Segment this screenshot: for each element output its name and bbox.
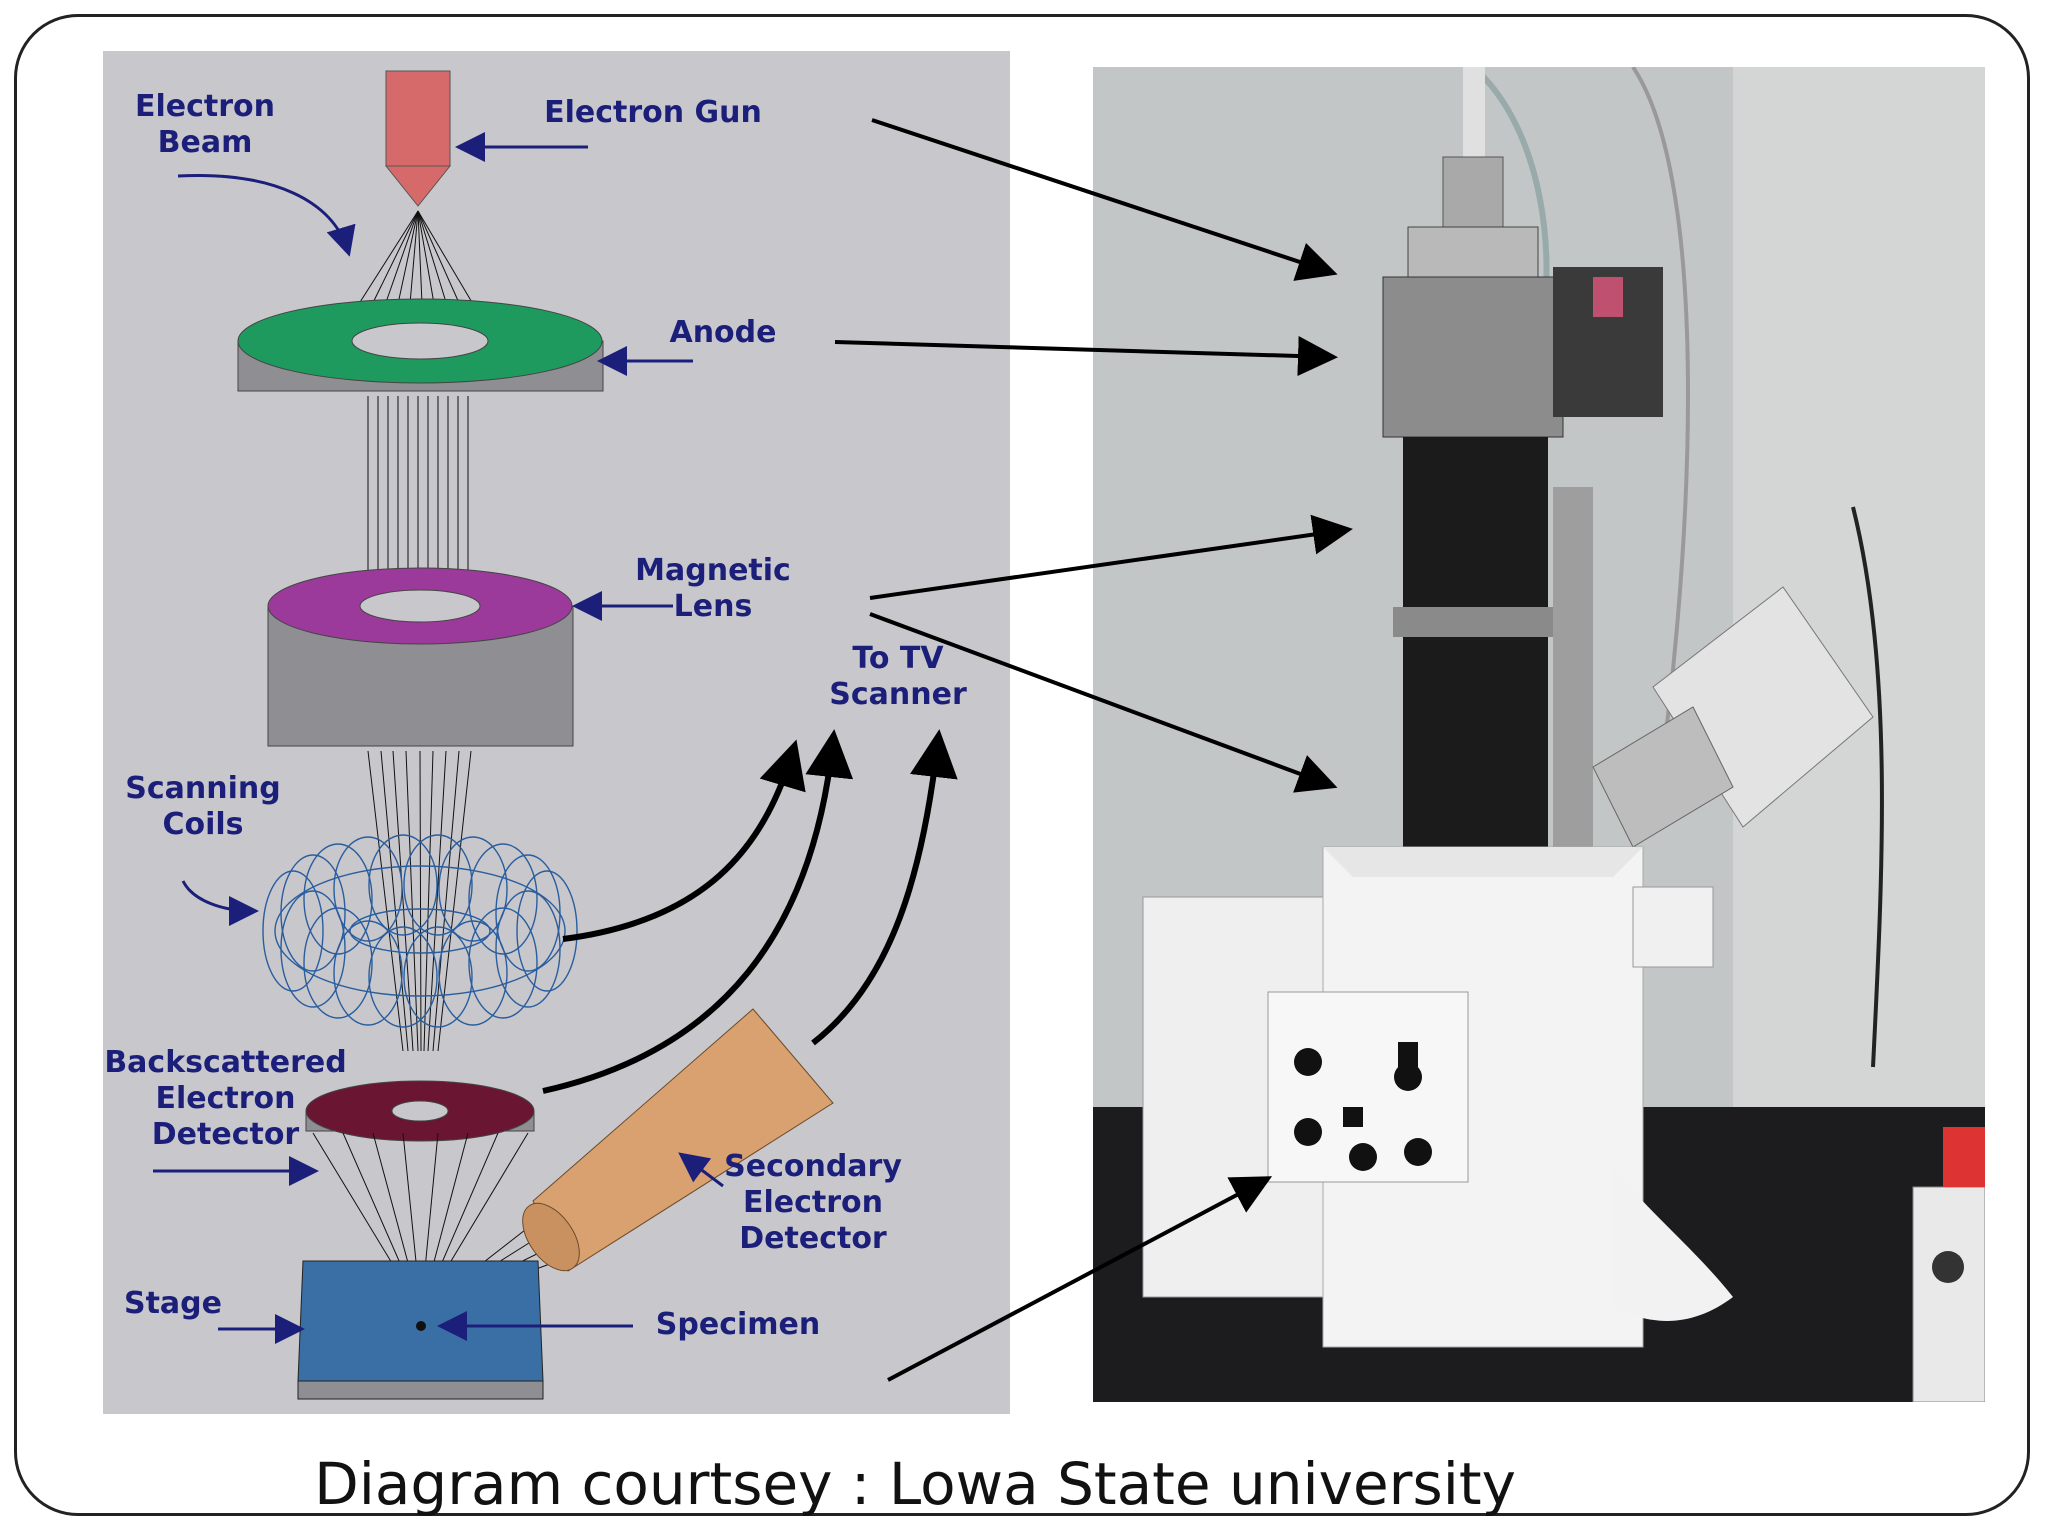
label-stage: Stage: [123, 1286, 222, 1321]
caption: Diagram courtsey : Lowa State university: [314, 1450, 1516, 1518]
focused-beam: [367, 750, 472, 1052]
label-electron-beam: Electron Beam: [134, 89, 275, 160]
sem-photo: [1093, 67, 1985, 1402]
label-anode: Anode: [669, 315, 777, 350]
label-magnetic-lens: Magnetic Lens: [635, 553, 791, 624]
electron-gun: [384, 70, 452, 207]
sem-diagram-graphic: [153, 70, 958, 1400]
backscattered-detector: [305, 1080, 535, 1142]
signal-arrows: [542, 729, 958, 1094]
specimen-dot: [416, 1321, 426, 1331]
label-specimen: Specimen: [655, 1307, 821, 1342]
sem-diagram: Electron Beam Electron Gun Anode Magneti…: [103, 51, 1010, 1414]
scanning-coils: [262, 834, 578, 1028]
anode: [237, 298, 604, 392]
collimated-beam: [367, 396, 469, 571]
stage: [297, 1260, 544, 1400]
label-scanning-coils: Scanning Coils: [125, 771, 281, 842]
sem-photo-graphic: [1093, 67, 1985, 1402]
secondary-detector: [522, 1008, 834, 1272]
label-arrows: [153, 132, 724, 1344]
label-secondary-detector: Secondary Electron Detector: [724, 1149, 902, 1256]
label-backscattered-detector: Backscattered Electron Detector: [104, 1045, 347, 1152]
label-electron-gun: Electron Gun: [544, 95, 762, 130]
magnetic-lens: [267, 567, 574, 747]
label-to-tv-scanner: To TV Scanner: [829, 641, 967, 712]
